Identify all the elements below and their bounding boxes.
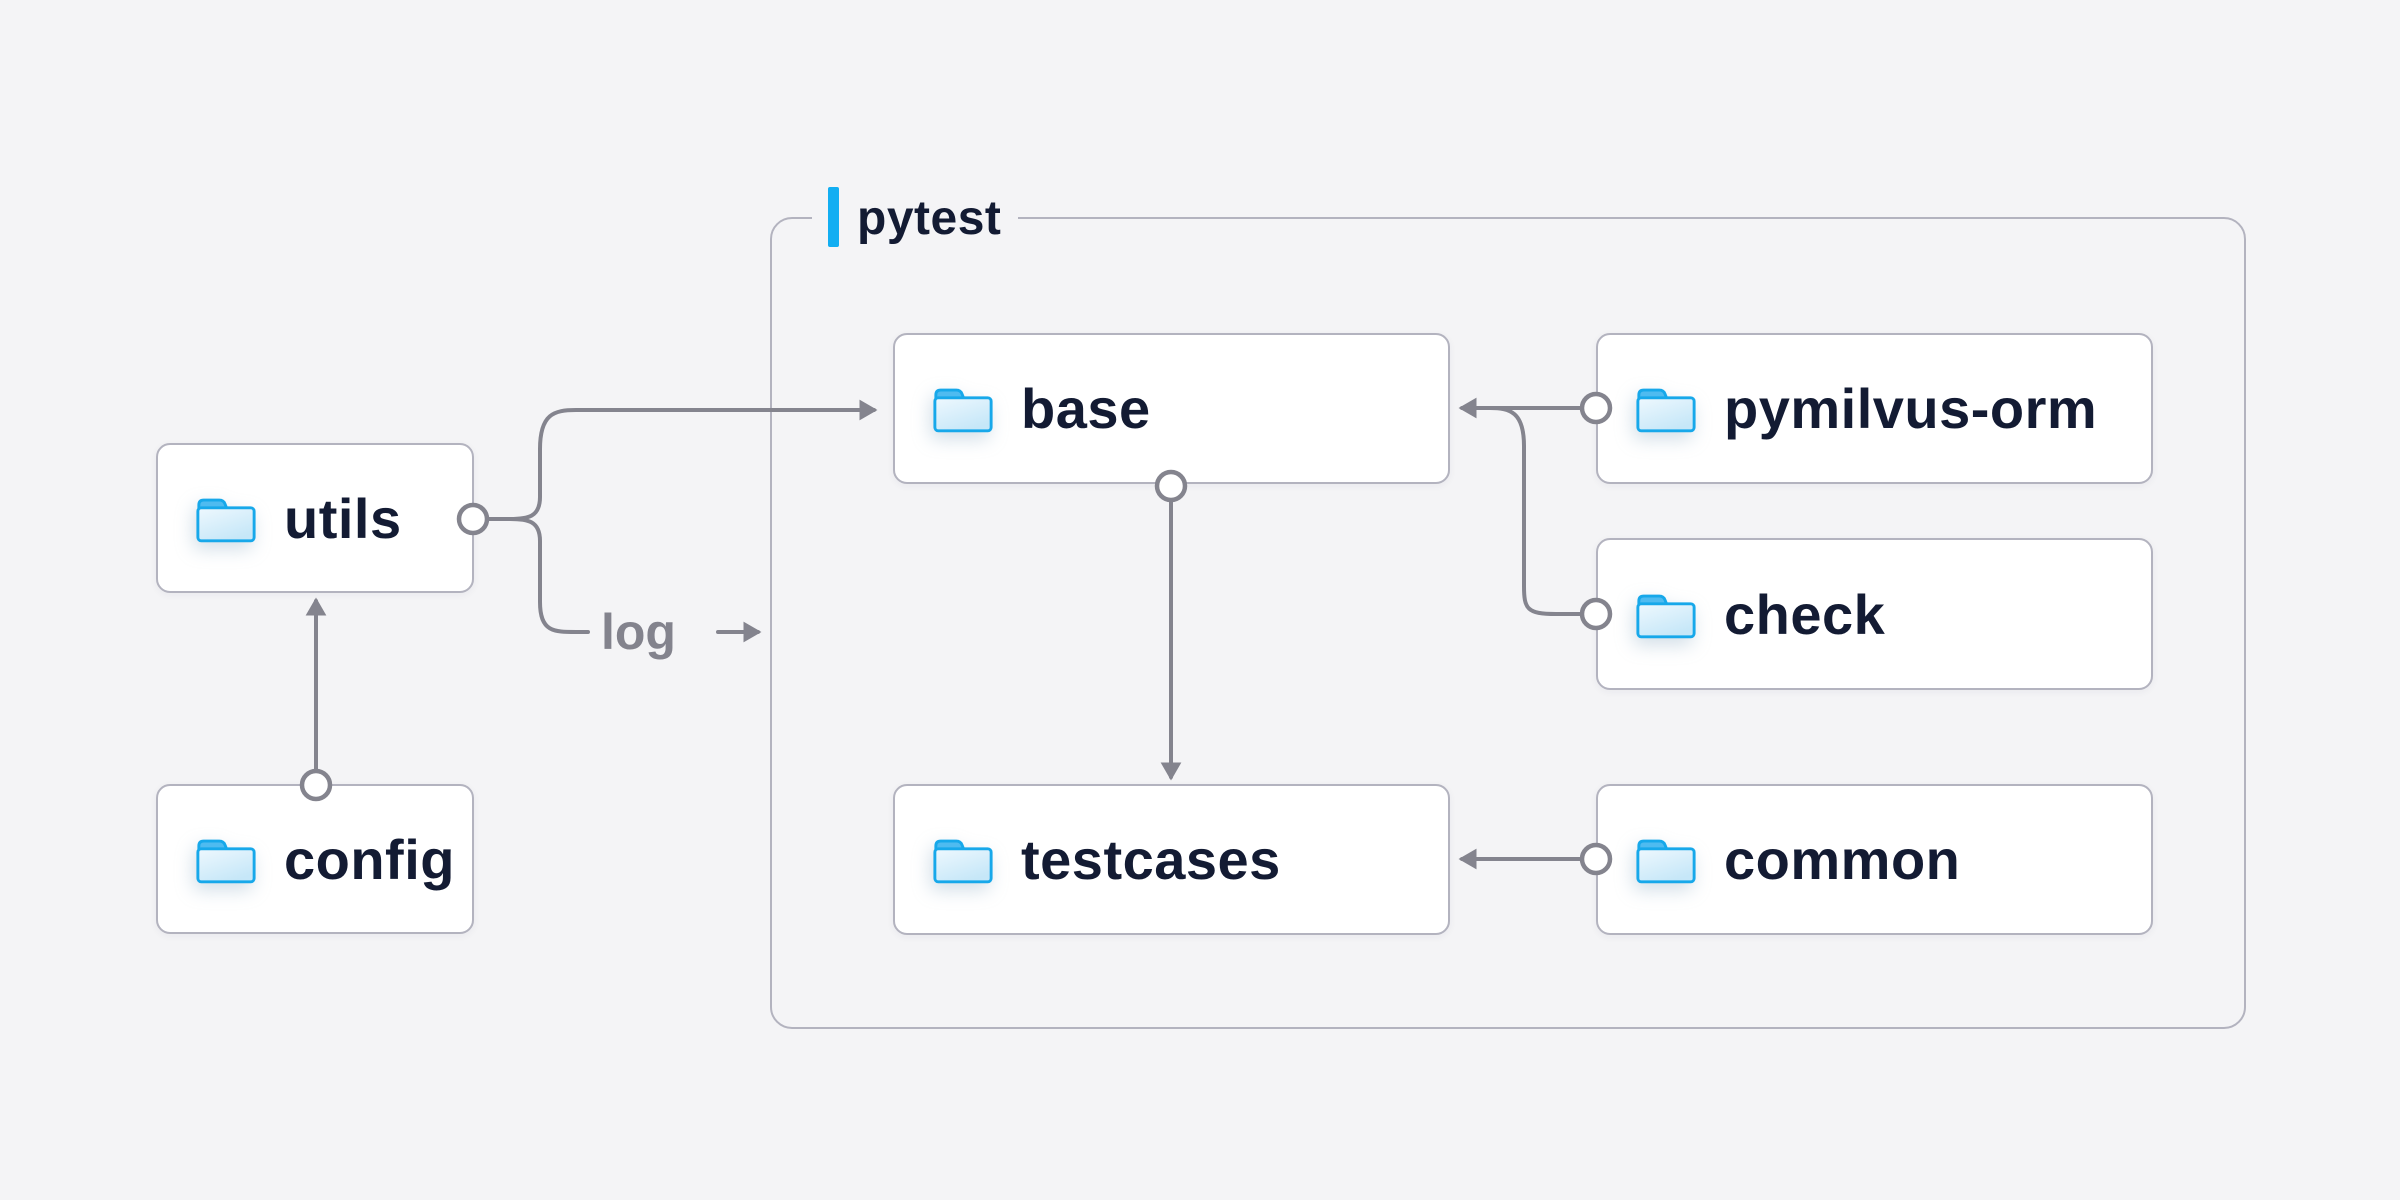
node-pymilvus-orm: pymilvus-orm	[1596, 333, 2153, 484]
accent-bar	[828, 187, 839, 247]
group-border-gap	[812, 212, 1018, 224]
pytest-group	[770, 217, 2246, 1029]
folder-icon	[933, 388, 993, 433]
node-label-common: common	[1724, 828, 1961, 891]
node-label-utils: utils	[284, 486, 402, 550]
folder-icon	[196, 498, 256, 542]
node-label-testcases: testcases	[1021, 828, 1281, 891]
folder-icon	[1636, 839, 1696, 884]
node-base: base	[893, 333, 1450, 484]
node-utils: utils	[156, 443, 474, 593]
folder-icon	[196, 839, 256, 883]
node-label-base: base	[1021, 377, 1151, 440]
folder-icon	[933, 839, 993, 884]
edge-utils-log	[485, 517, 590, 634]
folder-icon	[1636, 594, 1696, 638]
node-common: common	[1596, 784, 2153, 935]
node-config: config	[156, 784, 474, 934]
node-testcases: testcases	[893, 784, 1450, 935]
node-check: check	[1596, 538, 2153, 690]
group-label-pytest: pytest	[857, 192, 1002, 245]
node-label-pymilvus-orm: pymilvus-orm	[1724, 377, 2098, 440]
edge-label-log: log	[601, 604, 676, 660]
folder-icon	[1636, 388, 1696, 433]
node-label-config: config	[284, 827, 455, 891]
node-label-check: check	[1724, 582, 1886, 646]
